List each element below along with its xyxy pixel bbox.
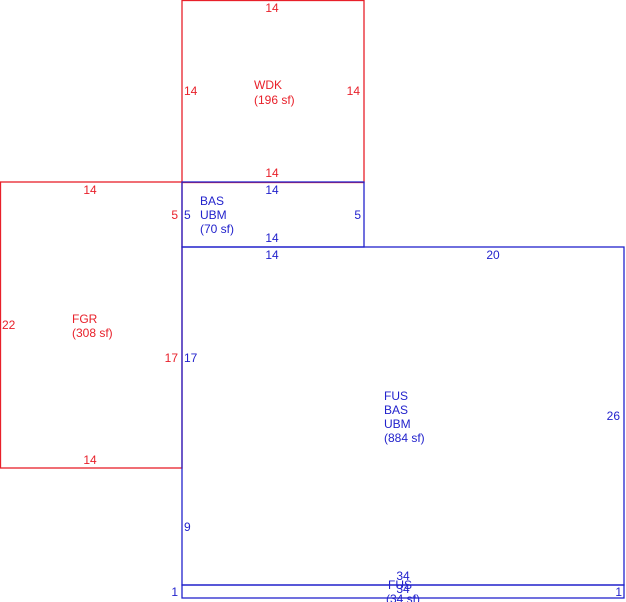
wdk-dim-right: 14 [347, 84, 361, 98]
bas-small-area-code: UBM [200, 208, 227, 222]
main-dim-left-lower: 9 [184, 520, 191, 534]
fgr-dim-left: 22 [2, 318, 16, 332]
strip-dim-bottom: 34 [396, 582, 410, 596]
fgr-area-size: (308 sf) [72, 326, 113, 340]
wdk-dim-left: 14 [184, 84, 198, 98]
main-dim-top-left: 14 [265, 248, 279, 262]
main-area-code-1: BAS [384, 403, 408, 417]
fgr-dim-bottom: 14 [83, 453, 97, 467]
fgr-dim-right-lower: 17 [165, 351, 179, 365]
wdk-dim-top: 14 [265, 1, 279, 15]
main-dim-left-upper: 17 [184, 351, 198, 365]
strip-area-size: (34 sf) [386, 592, 420, 602]
bas-small-area-name: BAS [200, 194, 224, 208]
strip-dim-top: 34 [396, 569, 410, 583]
wdk-area-name: WDK [254, 78, 282, 92]
bas-dim-left: 5 [184, 208, 191, 222]
fgr-dim-right-upper: 5 [171, 208, 178, 222]
main-area-name: FUS [384, 389, 408, 403]
wdk-area-size: (196 sf) [254, 93, 295, 107]
bas-dim-bottom: 14 [265, 231, 279, 245]
fgr-dim-top: 14 [83, 183, 97, 197]
strip-dim-left: 1 [171, 585, 178, 599]
bas-dim-right: 5 [354, 208, 361, 222]
strip-outline [181, 584, 625, 599]
fgr-area-name: FGR [72, 312, 98, 326]
main-dim-right: 26 [607, 409, 621, 423]
strip-area-name: FUS [388, 578, 412, 592]
wdk-dim-bottom: 14 [265, 166, 279, 180]
bas-small-area-size: (70 sf) [200, 222, 234, 236]
main-area-code-2: UBM [384, 417, 411, 431]
main-area-size: (884 sf) [384, 431, 425, 445]
bas-dim-top: 14 [265, 183, 279, 197]
main-dim-top-right: 20 [486, 248, 500, 262]
strip-dim-right: 1 [615, 585, 622, 599]
